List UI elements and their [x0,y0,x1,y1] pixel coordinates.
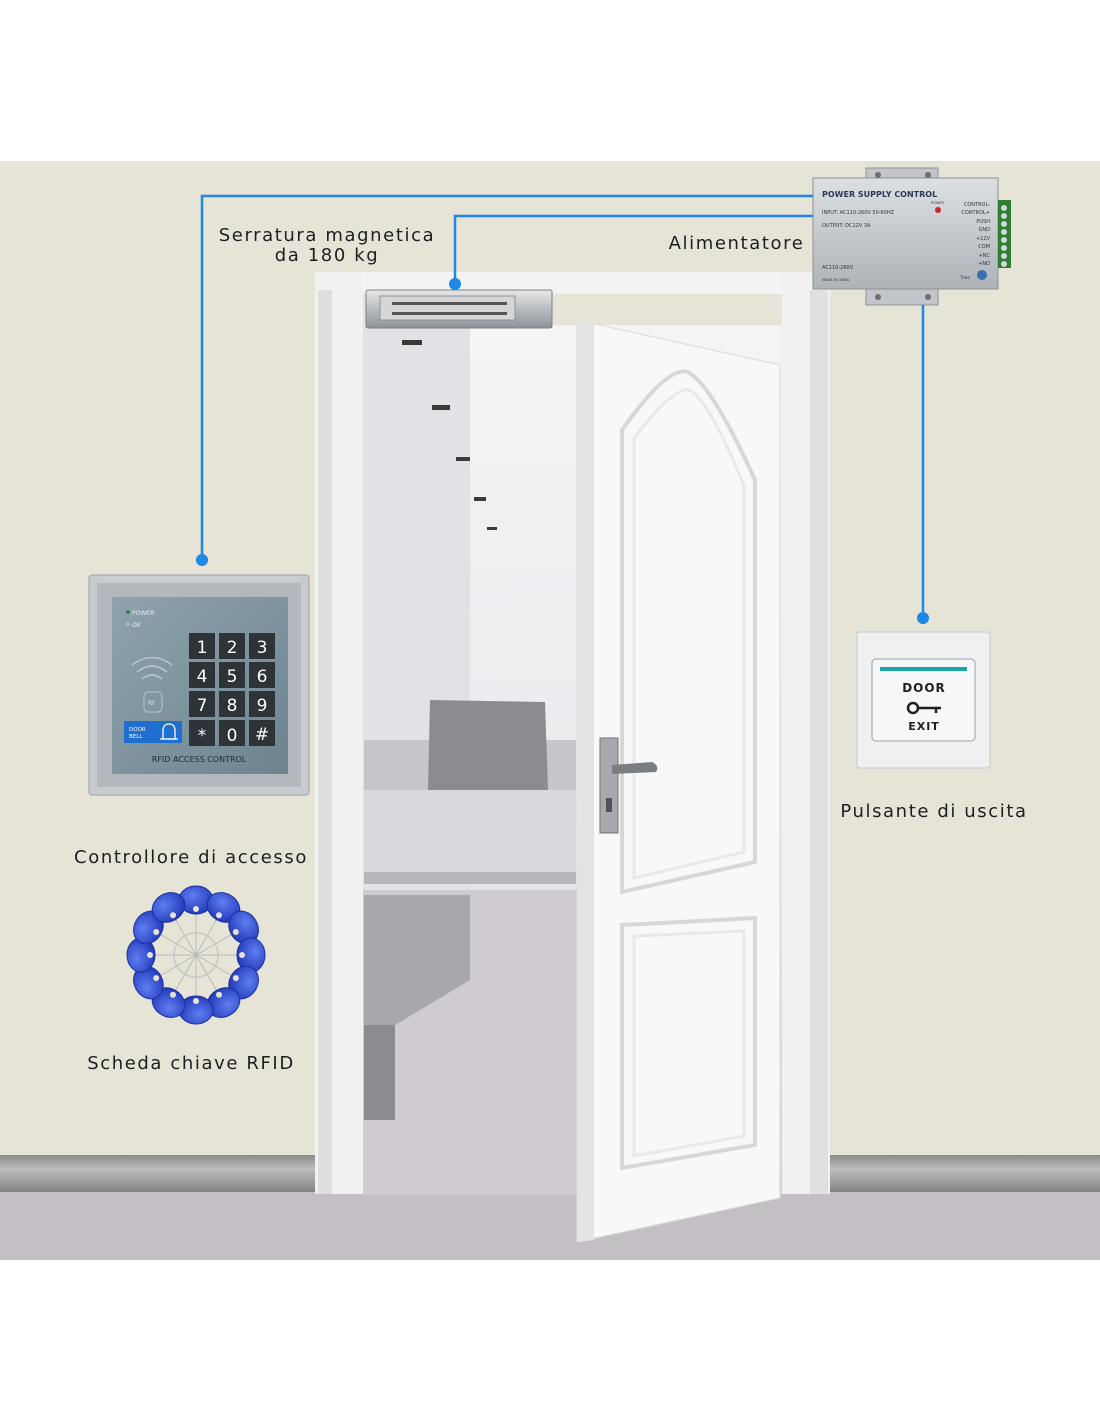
exit-button-device: DOOR EXIT [856,631,991,769]
rfid-fob-hole [193,998,199,1004]
rfid-fob-hole [232,929,239,935]
wire-endpoint-controller [196,554,208,566]
keypad-brand-text: RFID ACCESS CONTROL [152,755,247,764]
key-5[interactable] [219,662,245,688]
wire-lock [453,214,813,284]
rfid-fob-hole [216,912,222,919]
psu-output: OUTPUT: DC12V 3A [822,223,871,229]
doorbell-button[interactable] [124,721,182,743]
key-6[interactable] [249,662,275,688]
key-label-3: 3 [257,638,268,658]
rfid-key-fobs [126,885,266,1025]
door-frame [315,272,830,1194]
key-0[interactable] [219,720,245,746]
key-label-9: 9 [257,696,268,716]
label-exit-button: Pulsante di uscita [840,801,1028,822]
key-icon [906,701,941,715]
key-star[interactable] [189,720,215,746]
rfid-fob-hole [193,906,199,912]
rfid-fob-hole [153,929,160,935]
label-power-supply: Alimentatore [668,233,805,254]
keypad-ok-label: OK [132,622,142,629]
psu-model: AC110-260V [822,265,854,271]
rfid-keypad: POWER OK RF DOOR BELL 1 2 [88,574,310,796]
key-9[interactable] [249,691,275,717]
rfid-fob-hole [153,975,160,981]
floor [0,1192,1100,1260]
rfid-fob-hole [216,991,222,998]
rf-wave-icon [131,656,173,680]
psu-input: INPUT: AC110-260V 50-60HZ [822,210,895,216]
key-label-8: 8 [227,696,238,716]
power-supply-unit: POWER SUPPLY CONTROL INPUT: AC110-260V 5… [812,167,1011,306]
psu-time-label: Time [959,275,970,280]
rf-label: RF [148,700,156,707]
key-label-2: 2 [227,638,238,658]
doorbell-label-1: DOOR [129,727,146,733]
key-label-7: 7 [197,696,208,716]
key-label-star: * [198,726,207,746]
exit-push-button[interactable] [871,658,976,742]
exit-exit-text: EXIT [908,720,940,733]
rfid-fob-hole [147,952,153,958]
door [576,319,781,1243]
psu-terminal-4: +12V [976,236,991,242]
label-rfid-card: Scheda chiave RFID [87,1053,295,1074]
key-2[interactable] [219,633,245,659]
rfid-fob-hole [232,975,239,981]
key-8[interactable] [219,691,245,717]
rfid-fob-hole [170,912,176,919]
key-label-hash: # [255,725,269,745]
psu-terminal-3: GND [979,227,991,233]
psu-made-in: MADE IN CHINA [822,278,850,282]
psu-power-led [935,207,941,213]
key-label-0: 0 [227,726,238,746]
label-magnetic-lock-line-1: Serratura magnetica [218,225,436,246]
psu-terminal-5: COM [978,244,990,250]
key-hash[interactable] [249,720,275,746]
key-4[interactable] [189,662,215,688]
key-7[interactable] [189,691,215,717]
key-label-6: 6 [257,667,268,687]
psu-terminal-0: CONTROL- [964,202,990,208]
psu-power-led-label: POWER [931,201,945,205]
exit-door-text: DOOR [902,681,946,695]
label-magnetic-lock-line-2: da 180 kg [274,245,380,266]
key-label-4: 4 [197,667,208,687]
rf-card-icon [143,691,163,713]
bell-icon [160,723,178,740]
psu-terminal-2: PUSH [976,219,990,225]
rfid-fob-hole [170,991,176,998]
key-3[interactable] [249,633,275,659]
keypad-power-label: POWER [132,610,154,617]
wire-endpoint-exit [917,612,929,624]
rfid-fob-hole [239,952,245,958]
magnetic-lock [365,289,553,329]
wire-controller [200,194,813,560]
key-1[interactable] [189,633,215,659]
psu-title: POWER SUPPLY CONTROL [822,190,937,199]
keypad-keys: 1 2 3 4 5 6 7 8 9 * 0 # [189,633,275,746]
label-access-controller: Controllore di accesso [74,847,308,868]
label-magnetic-lock: Serratura magnetica da 180 kg [210,226,444,266]
fob-center-ring [173,932,219,978]
psu-terminal-1: CONTROL+ [961,210,990,216]
psu-time-knob-icon [977,270,987,280]
wire-endpoint-lock [449,278,461,290]
wiring [200,194,925,618]
key-label-1: 1 [197,638,208,658]
psu-terminal-6: +NC [979,253,991,259]
doorbell-label-2: BELL [129,734,143,740]
key-label-5: 5 [227,667,238,687]
psu-terminal-7: +NO [978,261,990,267]
rfid-fob [151,892,186,923]
